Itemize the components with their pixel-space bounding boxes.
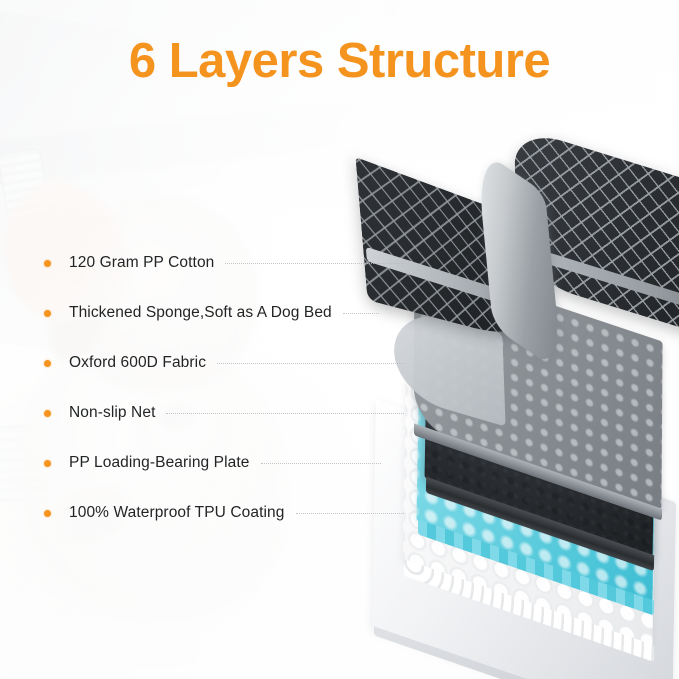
bullet-dot-icon bbox=[44, 359, 51, 367]
layer-item-non-slip-net: Non-slip Net bbox=[44, 388, 404, 438]
human-finger-shape bbox=[29, 170, 91, 244]
layer-item-tpu-coating: 100% Waterproof TPU Coating bbox=[44, 488, 404, 538]
layer-item-oxford-fabric: Oxford 600D Fabric bbox=[44, 338, 404, 388]
bullet-dot-icon bbox=[44, 309, 51, 317]
leader-line bbox=[342, 312, 379, 314]
layer-label-list: 120 Gram PP Cotton Thickened Sponge,Soft… bbox=[44, 238, 404, 538]
car-vent-icon bbox=[0, 146, 52, 224]
layer-label: Oxford 600D Fabric bbox=[69, 354, 207, 371]
layer-label: 120 Gram PP Cotton bbox=[69, 254, 215, 271]
layer-label: PP Loading-Bearing Plate bbox=[69, 454, 250, 471]
bullet-dot-icon bbox=[44, 409, 51, 417]
leader-line bbox=[225, 262, 404, 264]
layer-item-pp-plate: PP Loading-Bearing Plate bbox=[44, 438, 404, 488]
bullet-dot-icon bbox=[44, 259, 51, 267]
leader-line bbox=[295, 512, 404, 514]
exploded-layer-stack bbox=[355, 125, 679, 679]
leader-line bbox=[166, 412, 404, 414]
layer-label: Thickened Sponge,Soft as A Dog Bed bbox=[69, 304, 332, 321]
layer-label: Non-slip Net bbox=[69, 404, 156, 421]
page-title: 6 Layers Structure bbox=[128, 34, 551, 88]
quilted-fabric-layer bbox=[355, 125, 679, 374]
layer-item-thickened-sponge: Thickened Sponge,Soft as A Dog Bed bbox=[44, 288, 404, 338]
bullet-dot-icon bbox=[44, 459, 51, 467]
bullet-dot-icon bbox=[44, 509, 51, 517]
leader-line bbox=[260, 462, 381, 464]
leader-line bbox=[217, 362, 404, 364]
layer-item-pp-cotton: 120 Gram PP Cotton bbox=[44, 238, 404, 288]
layer-label: 100% Waterproof TPU Coating bbox=[69, 504, 285, 521]
